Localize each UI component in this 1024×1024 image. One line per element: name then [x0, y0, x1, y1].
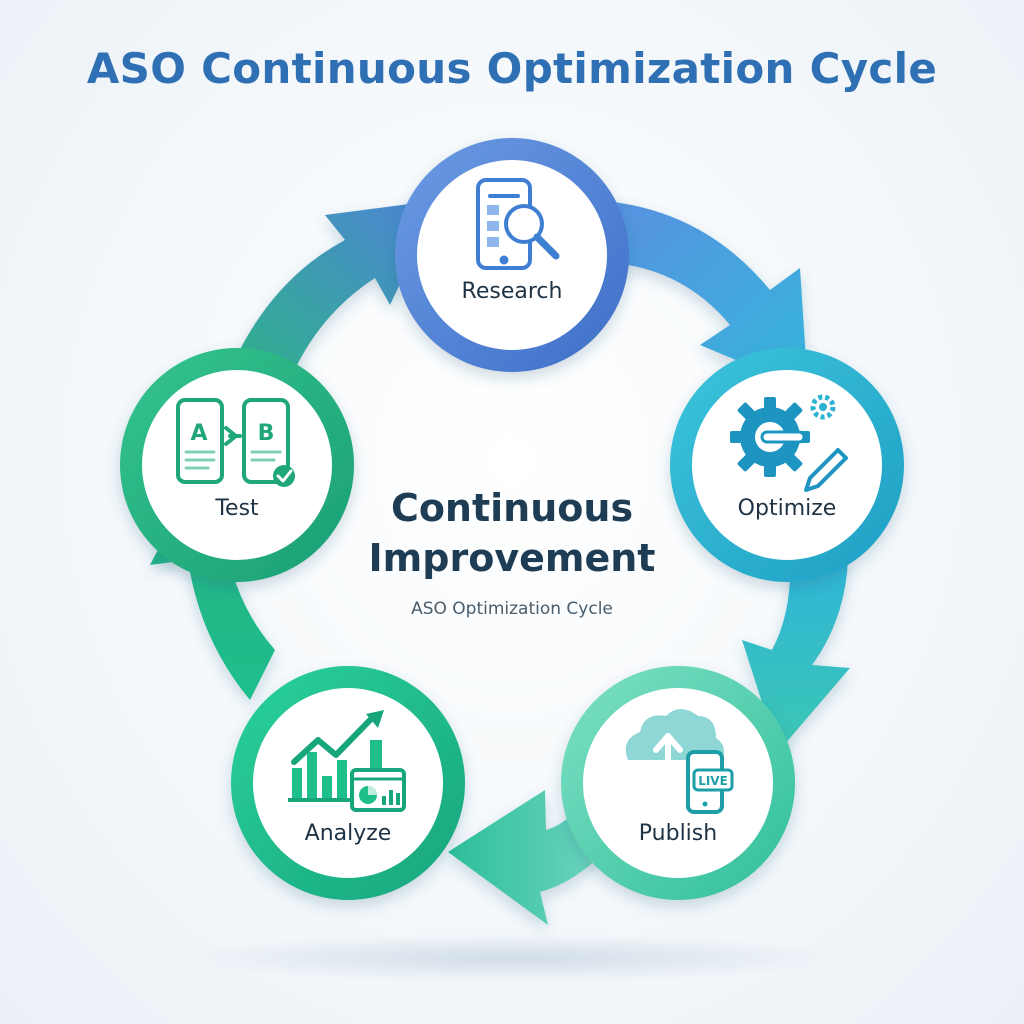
stage-node-analyze	[231, 666, 465, 900]
floor-shadow	[182, 934, 842, 982]
stage-label-optimize: Optimize	[737, 496, 837, 521]
arrow-test-to-research	[230, 200, 440, 380]
phone-magnifier-icon	[476, 178, 560, 270]
variant-b-label: B	[258, 421, 275, 446]
live-badge-text: LIVE	[698, 774, 728, 788]
center-title: Continuous Improvement	[312, 483, 712, 583]
gear-pencil-icon	[730, 394, 848, 492]
stage-node-optimize	[670, 348, 904, 582]
growth-chart-icon	[288, 710, 406, 812]
arrow-research-to-optimize	[590, 200, 808, 390]
center-subtitle: ASO Optimization Cycle	[411, 599, 613, 619]
ab-test-icon: A B	[176, 398, 295, 487]
stage-label-analyze: Analyze	[304, 821, 392, 846]
stage-node-publish: LIVE	[561, 666, 795, 900]
cloud-upload-live-icon: LIVE	[625, 709, 734, 814]
stage-label-research: Research	[461, 279, 563, 304]
stage-label-test: Test	[215, 496, 259, 521]
stage-node-research	[395, 138, 629, 372]
center-title-line-1: Continuous	[390, 486, 634, 530]
stage-label-publish: Publish	[638, 821, 718, 846]
variant-a-label: A	[190, 421, 207, 446]
stage-node-test: A B	[120, 348, 354, 582]
page-title: ASO Continuous Optimization Cycle	[86, 44, 938, 93]
arrow-optimize-to-publish	[742, 560, 850, 752]
center-title-line-2: Improvement	[368, 536, 656, 580]
